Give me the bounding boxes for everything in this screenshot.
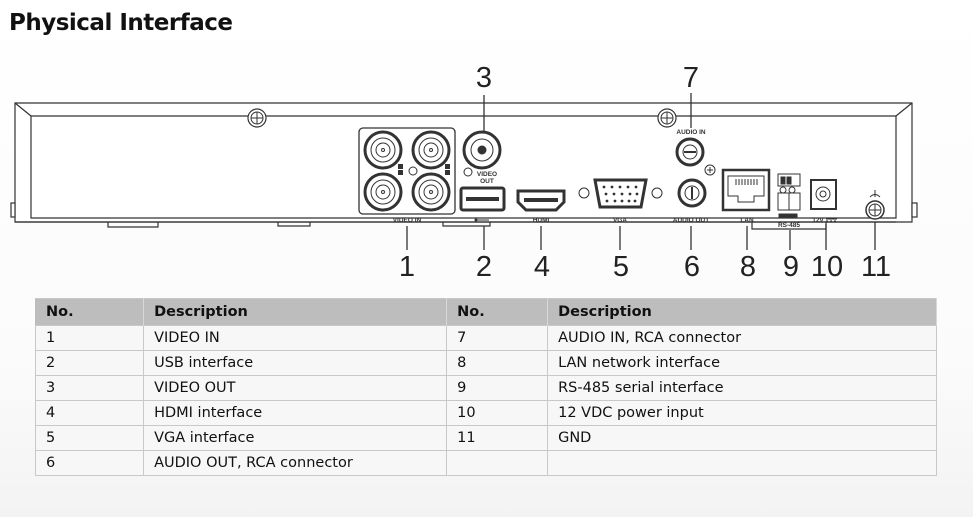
audio-out-port[interactable] [677, 178, 707, 208]
cell-no: 7 [446, 325, 549, 351]
cell-no: 4 [34, 400, 145, 426]
callout-7: 7 [683, 62, 699, 94]
video-out-label-1: VIDEO [477, 171, 497, 178]
video-out-port[interactable] [462, 130, 502, 177]
ground-screw-icon[interactable] [865, 200, 885, 220]
table-row: 3 VIDEO OUT 9 RS-485 serial interface [34, 375, 937, 401]
screw-icon [657, 108, 677, 128]
callout-6: 6 [684, 251, 700, 283]
power-label: 12V [812, 217, 824, 224]
table-row: 2 USB interface 8 LAN network interface [34, 350, 937, 376]
cell-no: 8 [446, 350, 549, 376]
callout-9: 9 [783, 251, 799, 283]
table-row: 4 HDMI interface 10 12 VDC power input [34, 400, 937, 426]
hdmi-label: HDMI [533, 217, 550, 224]
header-description-left: Description [143, 298, 448, 326]
cell-description: USB interface [143, 350, 448, 376]
usb-icon [474, 218, 489, 222]
vga-port[interactable] [578, 178, 663, 209]
callout-10: 10 [811, 251, 843, 283]
cell-description [547, 450, 937, 476]
cell-no: 3 [34, 375, 145, 401]
cell-no: 11 [446, 425, 549, 451]
cell-description: VIDEO OUT [143, 375, 448, 401]
interface-table: No. Description No. Description 1 VIDEO … [34, 298, 937, 476]
cell-description: 12 VDC power input [547, 400, 937, 426]
ground-symbol-icon [869, 190, 881, 198]
usb-port[interactable] [459, 186, 506, 212]
rs485-port[interactable] [777, 173, 801, 219]
header-description-right: Description [547, 298, 937, 326]
screw-icon [704, 164, 716, 176]
callout-11: 11 [861, 251, 891, 283]
cell-no: 2 [34, 350, 145, 376]
table-row: 5 VGA interface 11 GND [34, 425, 937, 451]
cell-description: AUDIO OUT, RCA connector [143, 450, 448, 476]
callout-5: 5 [613, 251, 629, 283]
video-out-label-2: OUT [480, 178, 494, 185]
callout-3: 3 [476, 62, 492, 94]
header-no-right: No. [446, 298, 549, 326]
cell-no: 5 [34, 425, 145, 451]
hdmi-port[interactable] [516, 189, 566, 212]
vga-label: VGA [613, 217, 627, 224]
audio-in-port[interactable] [675, 137, 705, 167]
cell-description: VIDEO IN [143, 325, 448, 351]
cell-no: 6 [34, 450, 145, 476]
audio-in-label: AUDIO IN [676, 129, 706, 136]
callout-2: 2 [476, 251, 492, 283]
table-row: 6 AUDIO OUT, RCA connector [34, 450, 937, 476]
callout-4: 4 [534, 251, 550, 283]
power-port[interactable] [810, 179, 837, 210]
callout-lines [406, 93, 876, 250]
video-in-label: VIDEO IN [393, 217, 422, 224]
rear-panel-diagram: VIDEO IN VIDEO OUT HDMI VGA AUDIO IN [10, 62, 918, 283]
dc-symbol-icon [826, 218, 837, 222]
cell-description: AUDIO IN, RCA connector [547, 325, 937, 351]
cell-description: RS-485 serial interface [547, 375, 937, 401]
table-header-row: No. Description No. Description [35, 298, 937, 326]
lan-port[interactable] [721, 168, 771, 212]
cell-description: GND [547, 425, 937, 451]
cell-description: LAN network interface [547, 350, 937, 376]
lan-label: LAN [740, 217, 754, 224]
cell-description: VGA interface [143, 425, 448, 451]
callout-8: 8 [740, 251, 756, 283]
cell-description: HDMI interface [143, 400, 448, 426]
screw-icon [247, 108, 267, 128]
header-no-left: No. [35, 298, 145, 326]
cell-no: 1 [34, 325, 145, 351]
table-row: 1 VIDEO IN 7 AUDIO IN, RCA connector [34, 325, 937, 351]
video-in-ports[interactable]: VIDEO IN [358, 127, 456, 224]
rs485-label: RS-485 [778, 222, 800, 229]
audio-out-label: AUDIO OUT [673, 217, 710, 224]
cell-no: 9 [446, 375, 549, 401]
cell-no [446, 450, 549, 476]
cell-no: 10 [446, 400, 549, 426]
callout-1: 1 [399, 251, 415, 283]
page-title: Physical Interface [9, 10, 233, 36]
